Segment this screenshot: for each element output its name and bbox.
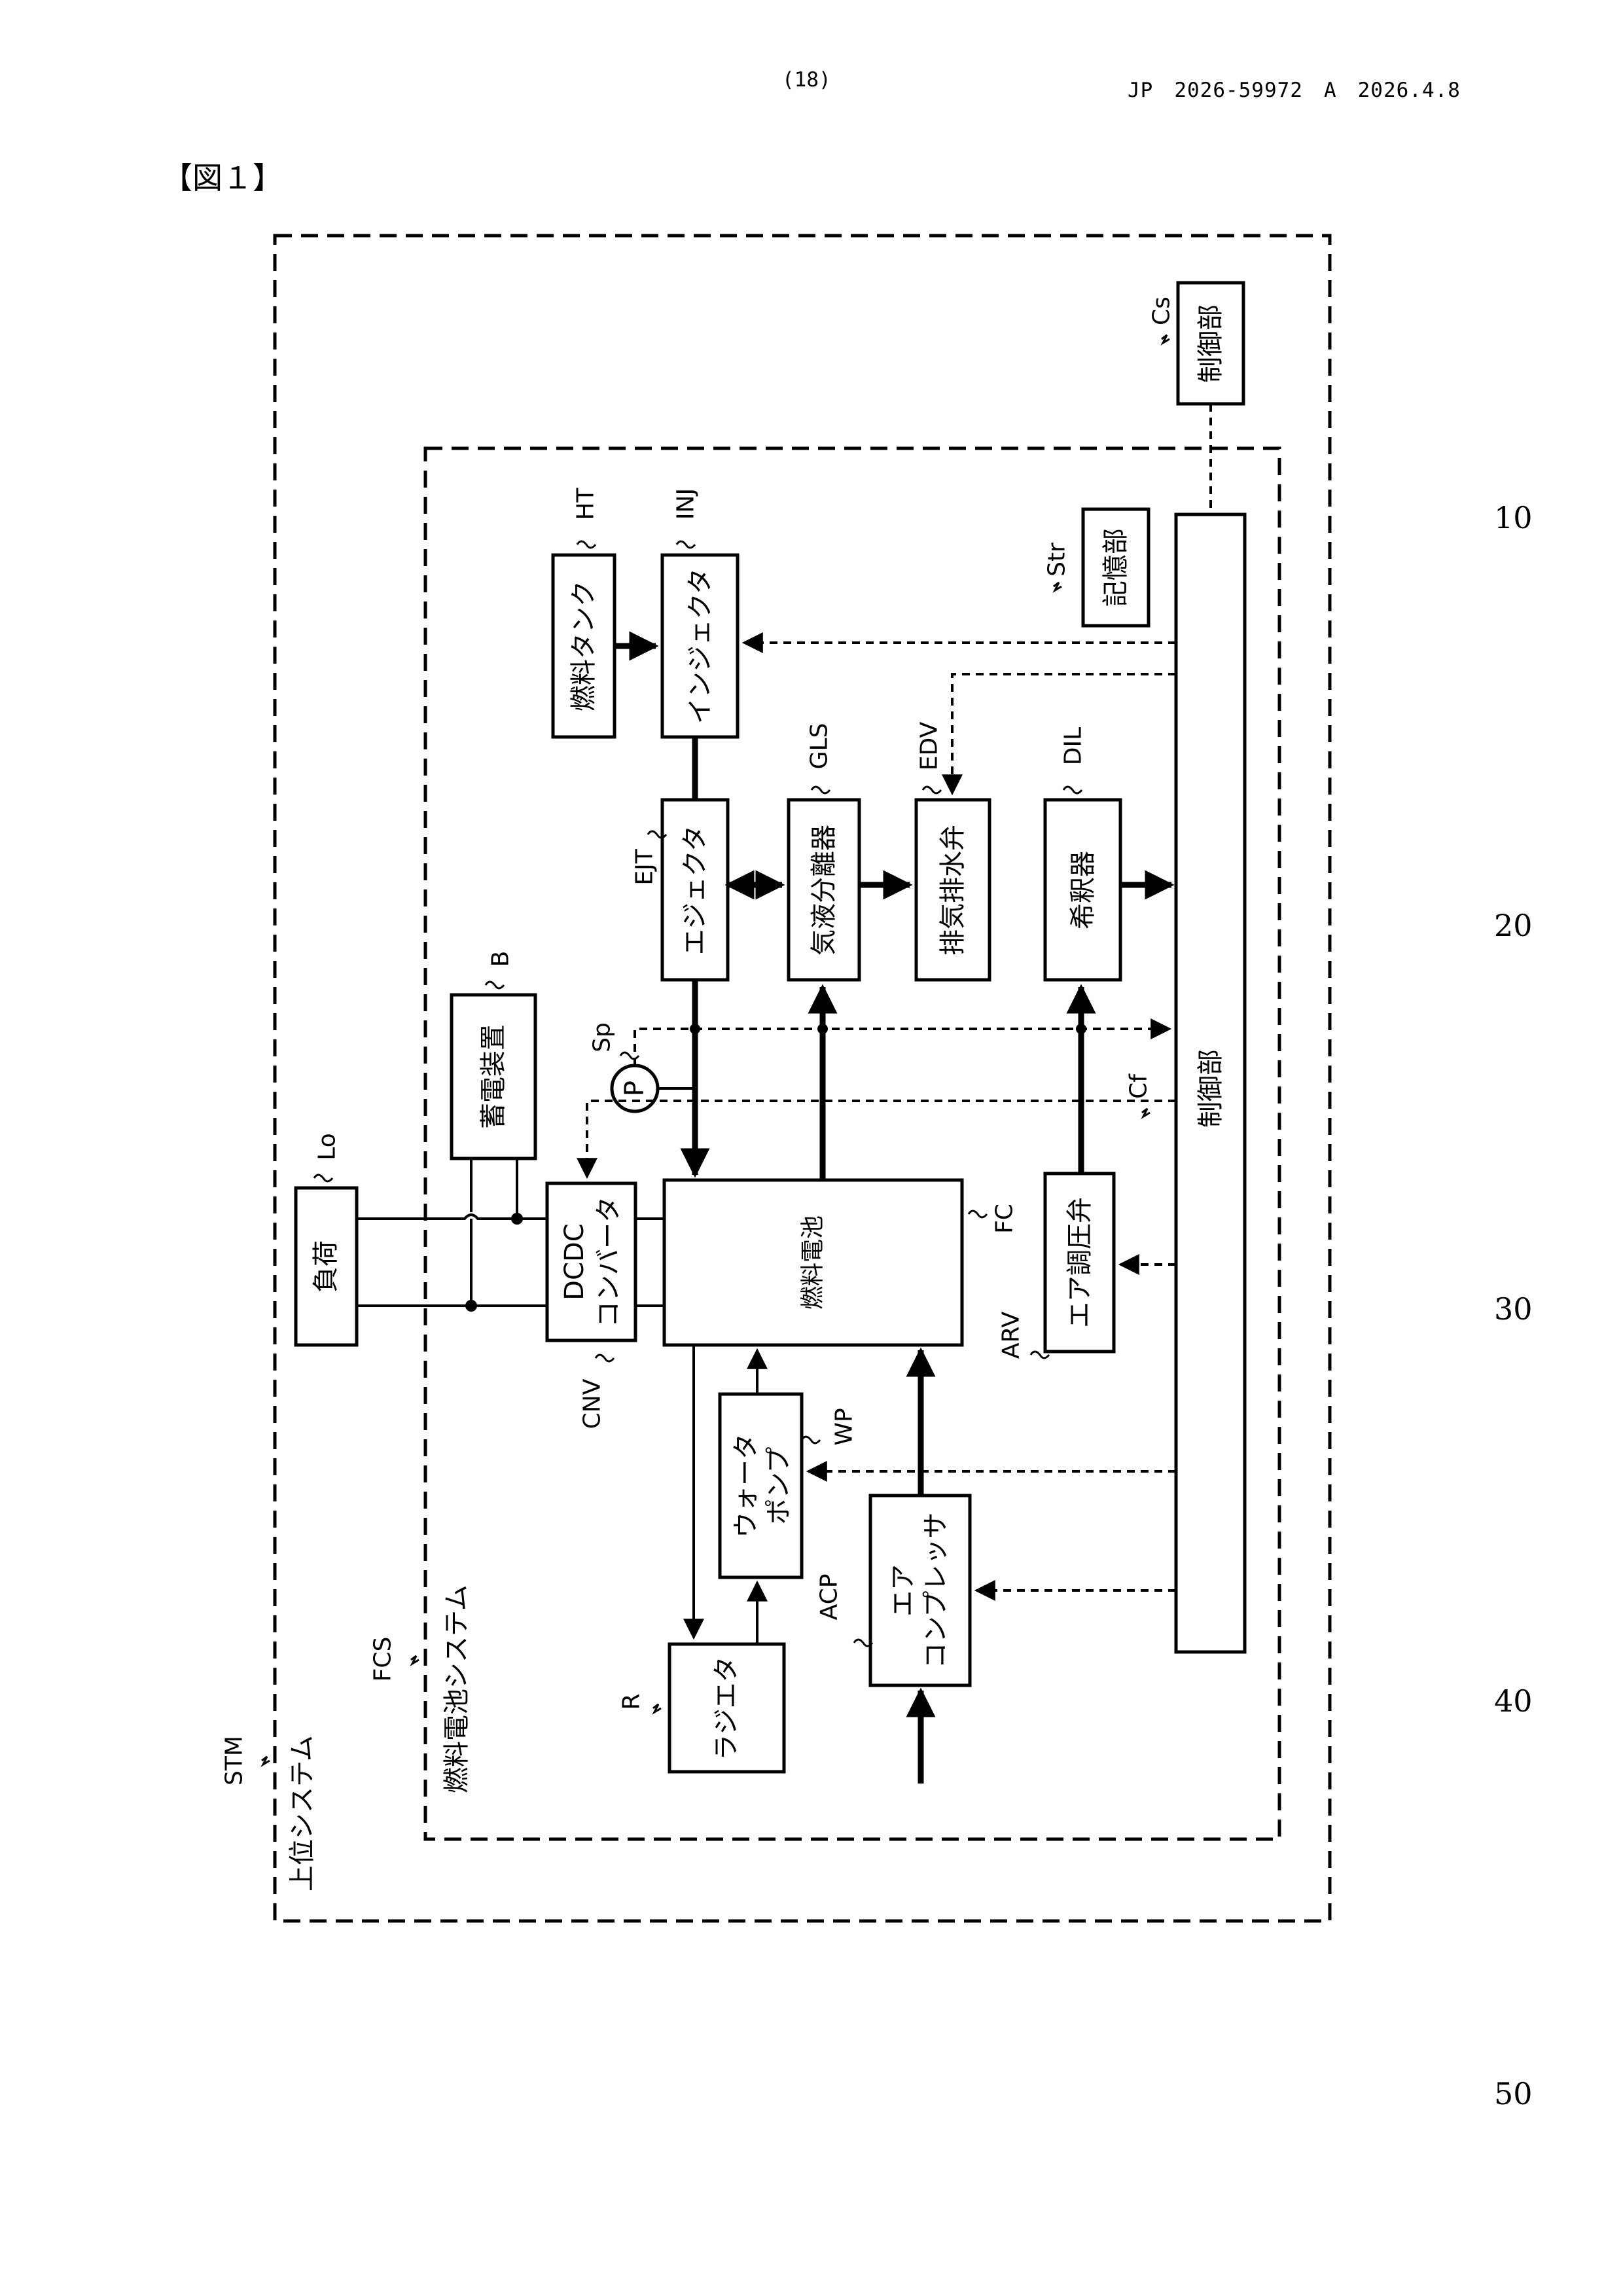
ref-sp: Sp [589, 1022, 616, 1052]
ref-fcs: FCS [370, 1637, 397, 1682]
ref-cf: Cf [1126, 1073, 1152, 1099]
ref-ejt: EJT [632, 848, 658, 885]
gls-label: 気液分離器 [809, 825, 839, 956]
ref-cnv: CNV [579, 1378, 606, 1429]
fcs-name-label: 燃料電池システム [442, 1585, 472, 1793]
ref-fc: FC [991, 1204, 1018, 1234]
dcdc-label-line1: DCDC [560, 1223, 590, 1300]
diluter-label: 希釈器 [1068, 851, 1098, 929]
dcdc-label-line2: コンバータ [594, 1196, 624, 1327]
water-pump-label-line1: ウォータ [731, 1433, 761, 1538]
radiator-label: ラジエタ [711, 1656, 741, 1760]
ref-arv: ARV [998, 1311, 1025, 1359]
air-compressor-label-line2: コンプレッサ [921, 1513, 951, 1669]
ref-b: B [488, 951, 514, 967]
arv-label: エア調圧弁 [1065, 1197, 1095, 1328]
ref-lo: Lo [314, 1133, 341, 1160]
ref-gls: GLS [806, 723, 833, 770]
edv-label: 排気排水弁 [938, 825, 968, 956]
ref-stm: STM [221, 1736, 248, 1785]
stm-name-label: 上位システム [287, 1735, 317, 1892]
load-label: 負荷 [311, 1240, 341, 1293]
air-compressor-label-line1: エア [888, 1564, 918, 1617]
ref-wp: WP [831, 1408, 858, 1445]
ref-str: Str [1044, 543, 1071, 577]
air-compressor-box [870, 1496, 970, 1685]
control-upper-label: 制御部 [1196, 304, 1226, 383]
storage-label: 記憶部 [1101, 528, 1131, 607]
ref-cs: Cs [1149, 296, 1175, 325]
ref-r: R [618, 1693, 645, 1710]
ejector-label: エジェクタ [680, 825, 710, 955]
water-pump-label-line2: ポンプ [764, 1447, 794, 1525]
ref-inj: INJ [673, 488, 700, 520]
fuel-tank-label: 燃料タンク [569, 581, 599, 711]
ref-ht: HT [573, 487, 599, 520]
battery-label: 蓄電装置 [478, 1024, 508, 1129]
injector-label: インジェクタ [685, 568, 715, 724]
ref-edv: EDV [916, 721, 943, 770]
ref-acp: ACP [816, 1574, 843, 1621]
fuel-cell-label: 燃料電池 [800, 1215, 827, 1310]
control-main-label: 制御部 [1196, 1049, 1226, 1128]
ref-dil: DIL [1060, 727, 1087, 765]
pressure-sensor-label: P [620, 1081, 650, 1096]
upper-system-boundary [275, 236, 1330, 1921]
